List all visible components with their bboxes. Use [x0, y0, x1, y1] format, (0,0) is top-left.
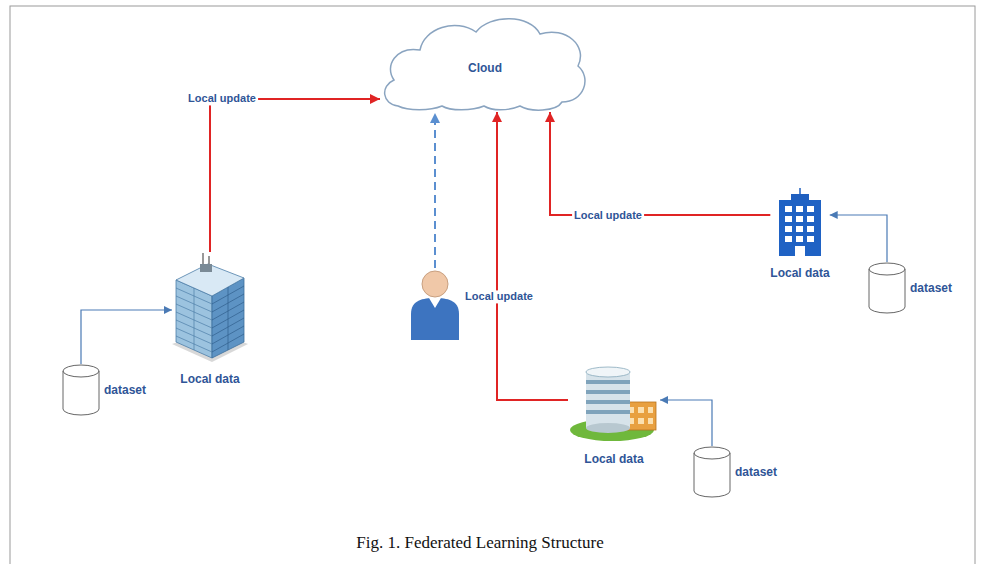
figure-caption: Fig. 1. Federated Learning Structure [0, 533, 960, 553]
database-icon [868, 262, 906, 314]
dataset-label: dataset [735, 465, 777, 479]
cloud-node: Cloud [380, 10, 590, 112]
dataset-label: dataset [910, 281, 952, 295]
node-label: Local data [180, 372, 239, 386]
building-node: Local data [770, 188, 829, 280]
figure-frame [10, 6, 975, 564]
building-node: Local data [172, 252, 248, 386]
user-icon [411, 271, 459, 340]
building-icon [773, 188, 827, 256]
building-node: Local data [568, 364, 660, 466]
database-icon [62, 364, 100, 416]
dataset-label: dataset [104, 383, 146, 397]
connector [550, 112, 770, 215]
building-icon [568, 364, 660, 442]
database-icon [693, 446, 731, 498]
connector [830, 215, 887, 262]
cloud-label: Cloud [380, 61, 590, 75]
connector [210, 99, 380, 252]
connector [660, 400, 712, 446]
dashed-arrow [434, 113, 436, 268]
node-label: Local data [770, 266, 829, 280]
edge-label: Local update [463, 290, 535, 303]
connector [497, 112, 568, 400]
edge-label: Local update [572, 209, 644, 222]
node-label: Local data [584, 452, 643, 466]
dataset-node: dataset [693, 446, 777, 498]
dataset-node: dataset [62, 364, 146, 416]
edge-label: Local update [186, 92, 258, 105]
connector [81, 310, 172, 364]
building-icon [172, 252, 248, 362]
dataset-node: dataset [868, 262, 952, 314]
